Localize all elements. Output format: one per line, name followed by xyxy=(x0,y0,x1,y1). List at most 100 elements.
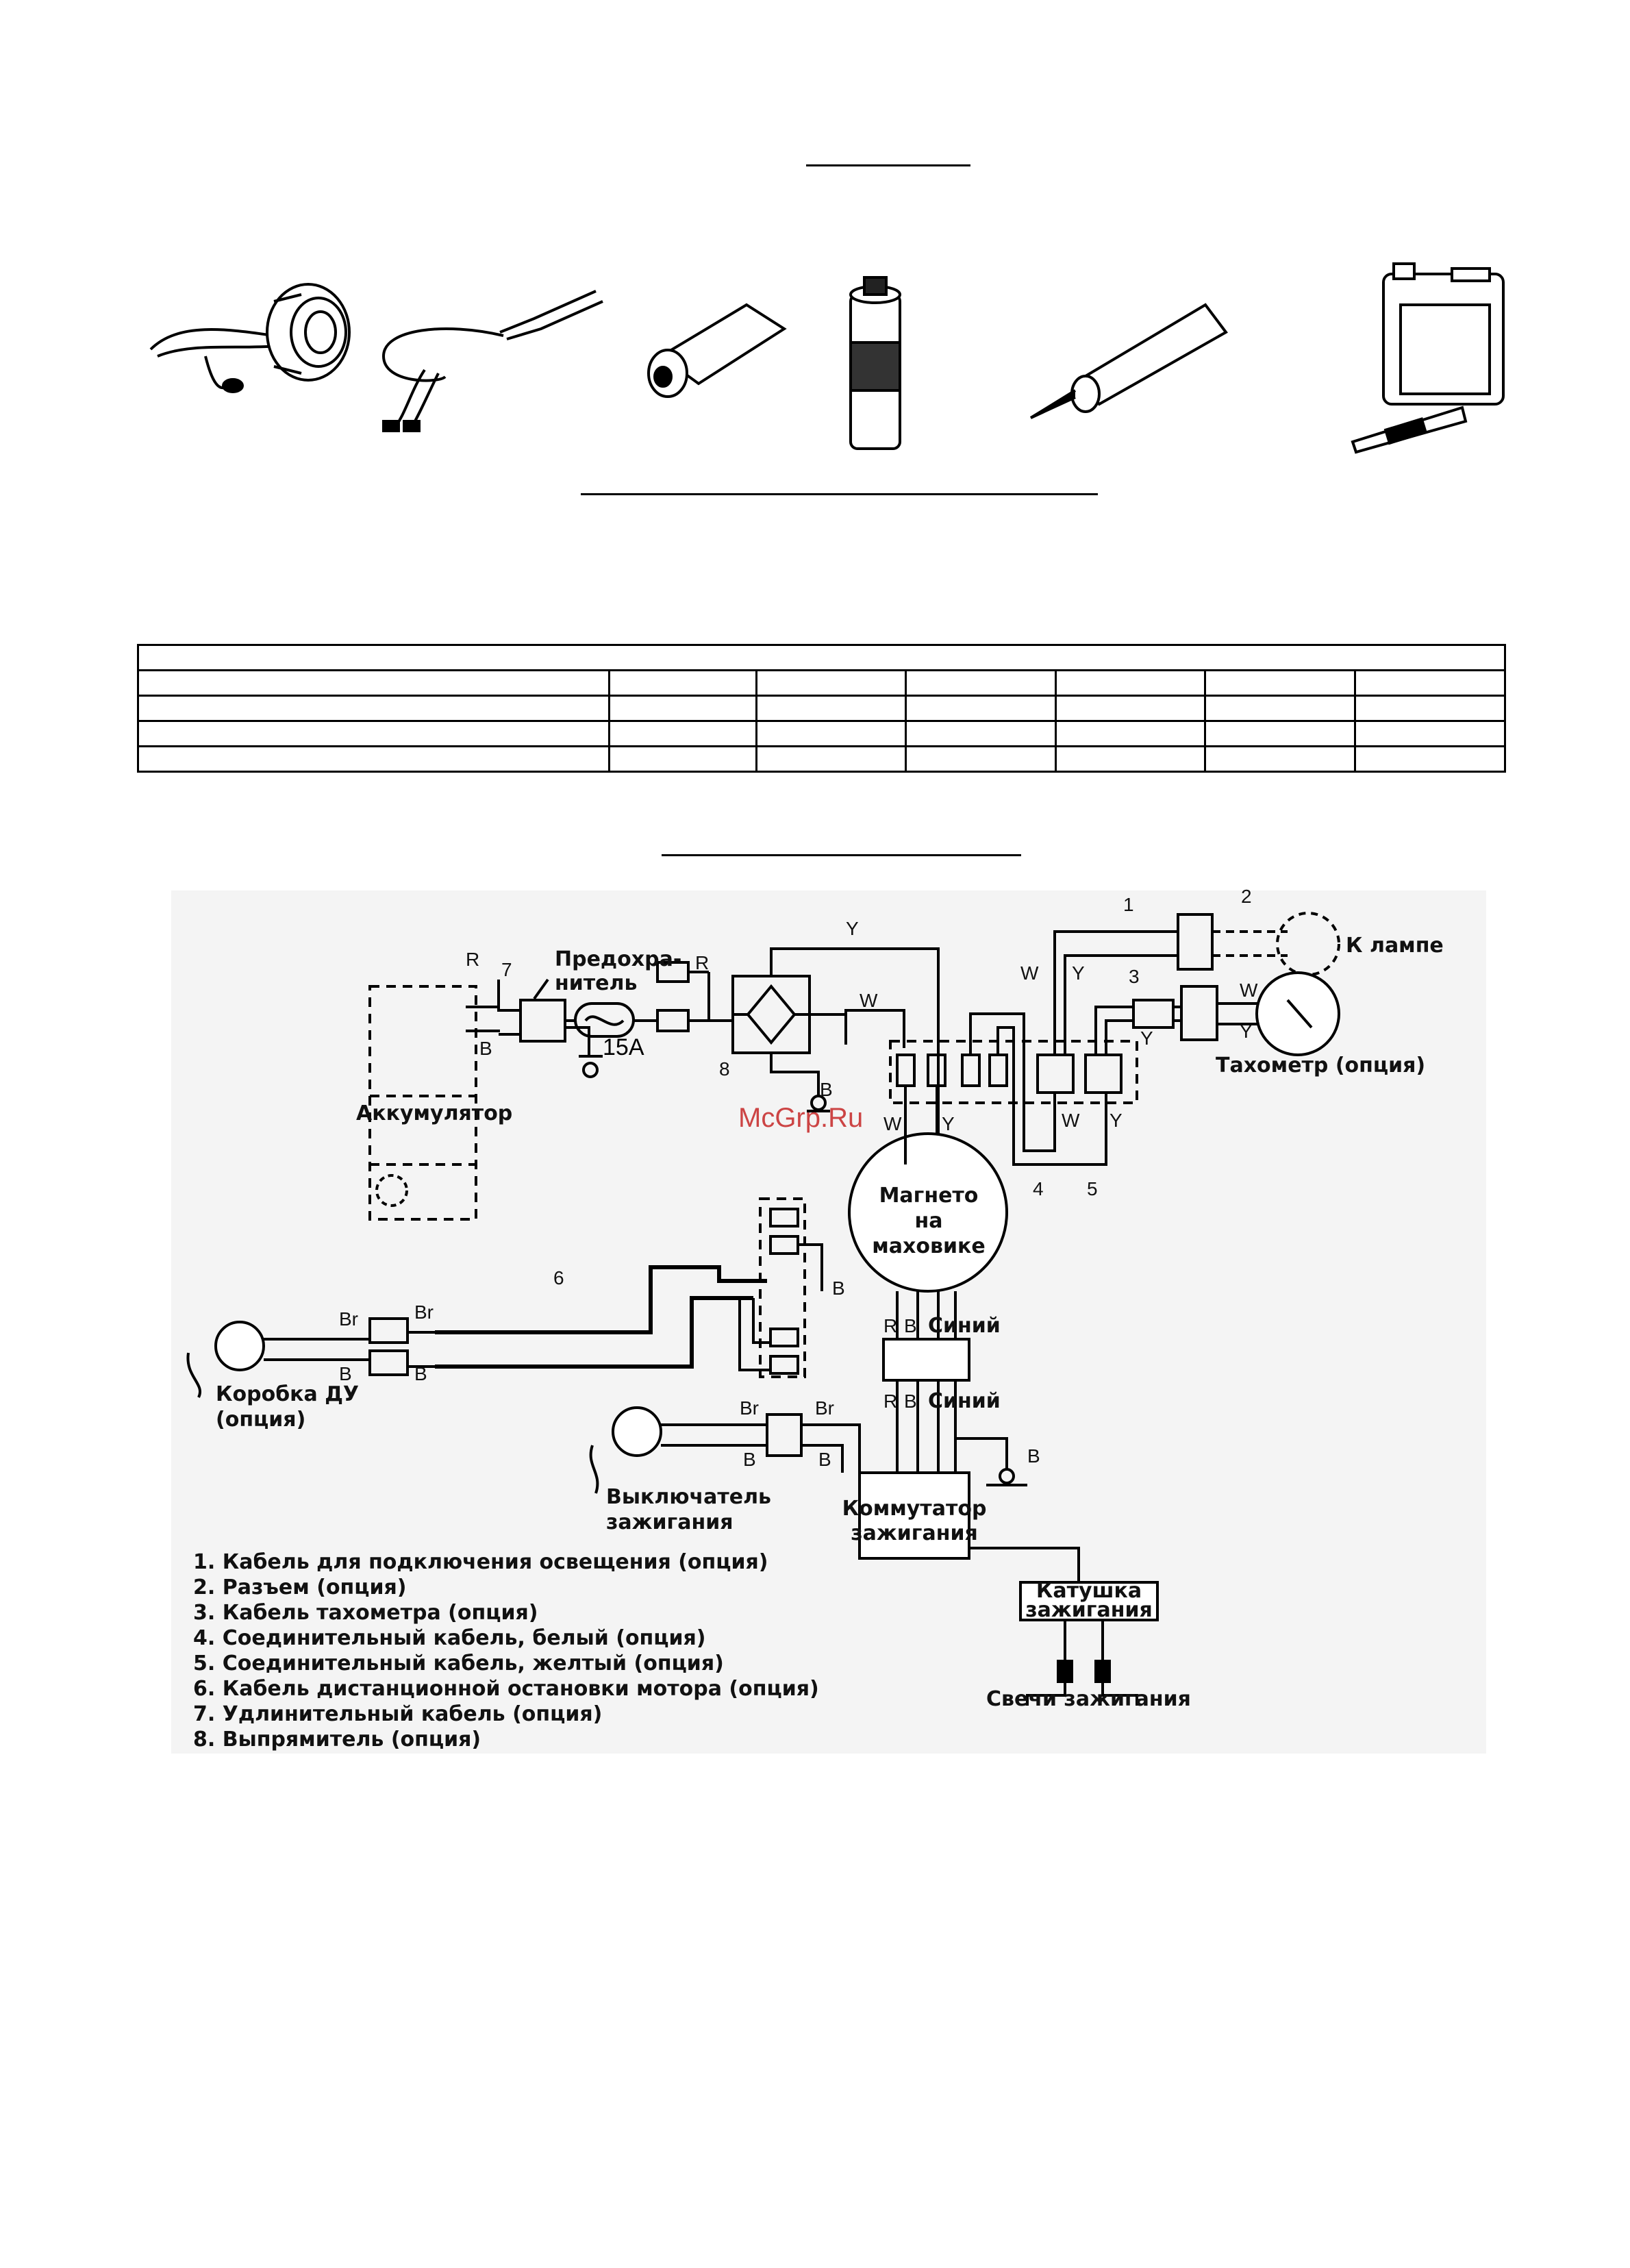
wire-code-r: R xyxy=(695,952,709,973)
table-row xyxy=(137,644,1506,671)
wire-code-b: B xyxy=(904,1315,917,1336)
table-cell xyxy=(905,720,1057,747)
table-cell xyxy=(755,669,907,697)
fuse-rating: 15A xyxy=(603,1034,644,1060)
heading-rule-top xyxy=(806,164,970,166)
table-cell xyxy=(608,720,757,747)
magneto-label-1: Магнето xyxy=(879,1184,979,1208)
callout-8: 8 xyxy=(719,1058,730,1080)
table-cell xyxy=(755,695,907,722)
legend-item-4: 4. Соединительный кабель, белый (опция) xyxy=(193,1626,706,1650)
wire-code-w: W xyxy=(1240,980,1258,1001)
blue-wire-label-bottom: Синий xyxy=(928,1389,1001,1413)
remote-box-label-1: Коробка ДУ xyxy=(216,1382,359,1406)
table-cell xyxy=(1353,720,1507,747)
wire-code-br: Br xyxy=(339,1308,358,1330)
cdi-label-2: зажигания xyxy=(851,1521,977,1545)
table-cell xyxy=(1204,720,1356,747)
wire-code-b: B xyxy=(1027,1445,1040,1467)
table-cell xyxy=(137,644,1506,671)
wire-code-b: B xyxy=(820,1079,833,1100)
wire-code-w: W xyxy=(860,990,878,1011)
cdi-label-1: Коммутатор xyxy=(842,1497,987,1521)
table-cell xyxy=(1054,720,1207,747)
wire-code-br: Br xyxy=(414,1301,434,1323)
lighting-cable-illustration xyxy=(381,290,603,432)
heading-rule-middle xyxy=(581,493,1098,495)
ignition-switch-label-1: Выключатель xyxy=(606,1485,771,1509)
table-cell xyxy=(608,745,757,773)
table-cell xyxy=(136,745,611,773)
ignition-switch xyxy=(612,1406,662,1457)
table-row xyxy=(136,720,1507,747)
wire-code-r: R xyxy=(466,949,479,970)
table-cell xyxy=(136,720,611,747)
table-cell xyxy=(136,695,611,722)
wire-code-r: R xyxy=(883,1315,897,1336)
callout-3: 3 xyxy=(1129,966,1140,987)
legend-item-5: 5. Соединительный кабель, желтый (опция) xyxy=(193,1652,724,1675)
wire-code-y: Y xyxy=(1109,1110,1123,1131)
table-cell xyxy=(755,745,907,773)
coil-label-1: Катушка xyxy=(1036,1579,1142,1603)
wire-code-br: Br xyxy=(815,1397,834,1419)
spark-plugs-label: Свечи зажигания xyxy=(986,1687,1191,1711)
wire-code-b: B xyxy=(818,1449,831,1470)
parts-illustrations xyxy=(149,262,1505,454)
fuse-label-top: Предохра- xyxy=(555,947,681,971)
cdi-unit xyxy=(858,1471,970,1560)
wire-code-b: B xyxy=(414,1363,427,1384)
wire-code-b: B xyxy=(832,1278,845,1299)
table-cell xyxy=(1204,695,1356,722)
wire-code-br: Br xyxy=(740,1397,759,1419)
blue-wire-label-top: Синий xyxy=(928,1314,1001,1338)
wire-code-w: W xyxy=(1020,962,1039,984)
wire-code-b: B xyxy=(339,1363,352,1384)
wire-code-b: B xyxy=(479,1038,492,1059)
table-cell xyxy=(1204,669,1356,697)
legend-item-3: 3. Кабель тахометра (опция) xyxy=(193,1601,538,1625)
table-cell xyxy=(1054,669,1207,697)
table-cell xyxy=(1204,745,1356,773)
spray-can-illustration xyxy=(849,276,901,450)
wire-code-w: W xyxy=(883,1113,902,1134)
specs-table xyxy=(136,644,1507,773)
legend-item-8: 8. Выпрямитель (опция) xyxy=(193,1728,481,1752)
table-row xyxy=(136,669,1507,697)
table-cell xyxy=(136,669,611,697)
remote-connector-block xyxy=(759,1197,806,1378)
diagram-labels: Аккумулятор Предохра- нитель 15A К лампе… xyxy=(216,886,1444,1711)
table-cell xyxy=(1054,695,1207,722)
battery-outline xyxy=(368,985,477,1221)
table-cell xyxy=(1353,695,1507,722)
watermark: McGrp.Ru xyxy=(738,1103,863,1133)
table-cell xyxy=(905,745,1057,773)
tachometer-label: Тахометр (опция) xyxy=(1216,1054,1425,1077)
legend-item-2: 2. Разъем (опция) xyxy=(193,1575,407,1599)
heading-rule-diagram xyxy=(662,854,1021,856)
callout-4: 4 xyxy=(1033,1178,1044,1199)
wire-code-b: B xyxy=(743,1449,756,1470)
tachometer-cable-box xyxy=(1132,999,1175,1029)
diagram-legend: 1. Кабель для подключения освещения (опц… xyxy=(193,1550,819,1752)
battery-label: Аккумулятор xyxy=(356,1101,512,1125)
wire-code-y: Y xyxy=(1072,962,1085,984)
fuel-canister-illustration xyxy=(1351,262,1505,454)
table-cell xyxy=(608,669,757,697)
wire-code-w: W xyxy=(1062,1110,1080,1131)
fuse-label-bottom: нитель xyxy=(555,971,637,995)
callout-6: 6 xyxy=(553,1267,564,1288)
magneto-label-2: на xyxy=(915,1209,943,1233)
table-cell xyxy=(608,695,757,722)
table-cell xyxy=(1353,669,1507,697)
magneto-label-3: маховике xyxy=(872,1234,985,1258)
legend-item-7: 7. Удлинительный кабель (опция) xyxy=(193,1702,602,1726)
coil-label-2: зажигания xyxy=(1025,1598,1152,1622)
callout-2: 2 xyxy=(1241,886,1252,907)
callout-7: 7 xyxy=(501,959,512,980)
sealant-tube-illustration xyxy=(1029,303,1228,419)
magneto-circle xyxy=(848,1132,1008,1293)
wire-code-b: B xyxy=(904,1391,917,1412)
ignition-switch-label-2: зажигания xyxy=(606,1510,733,1534)
